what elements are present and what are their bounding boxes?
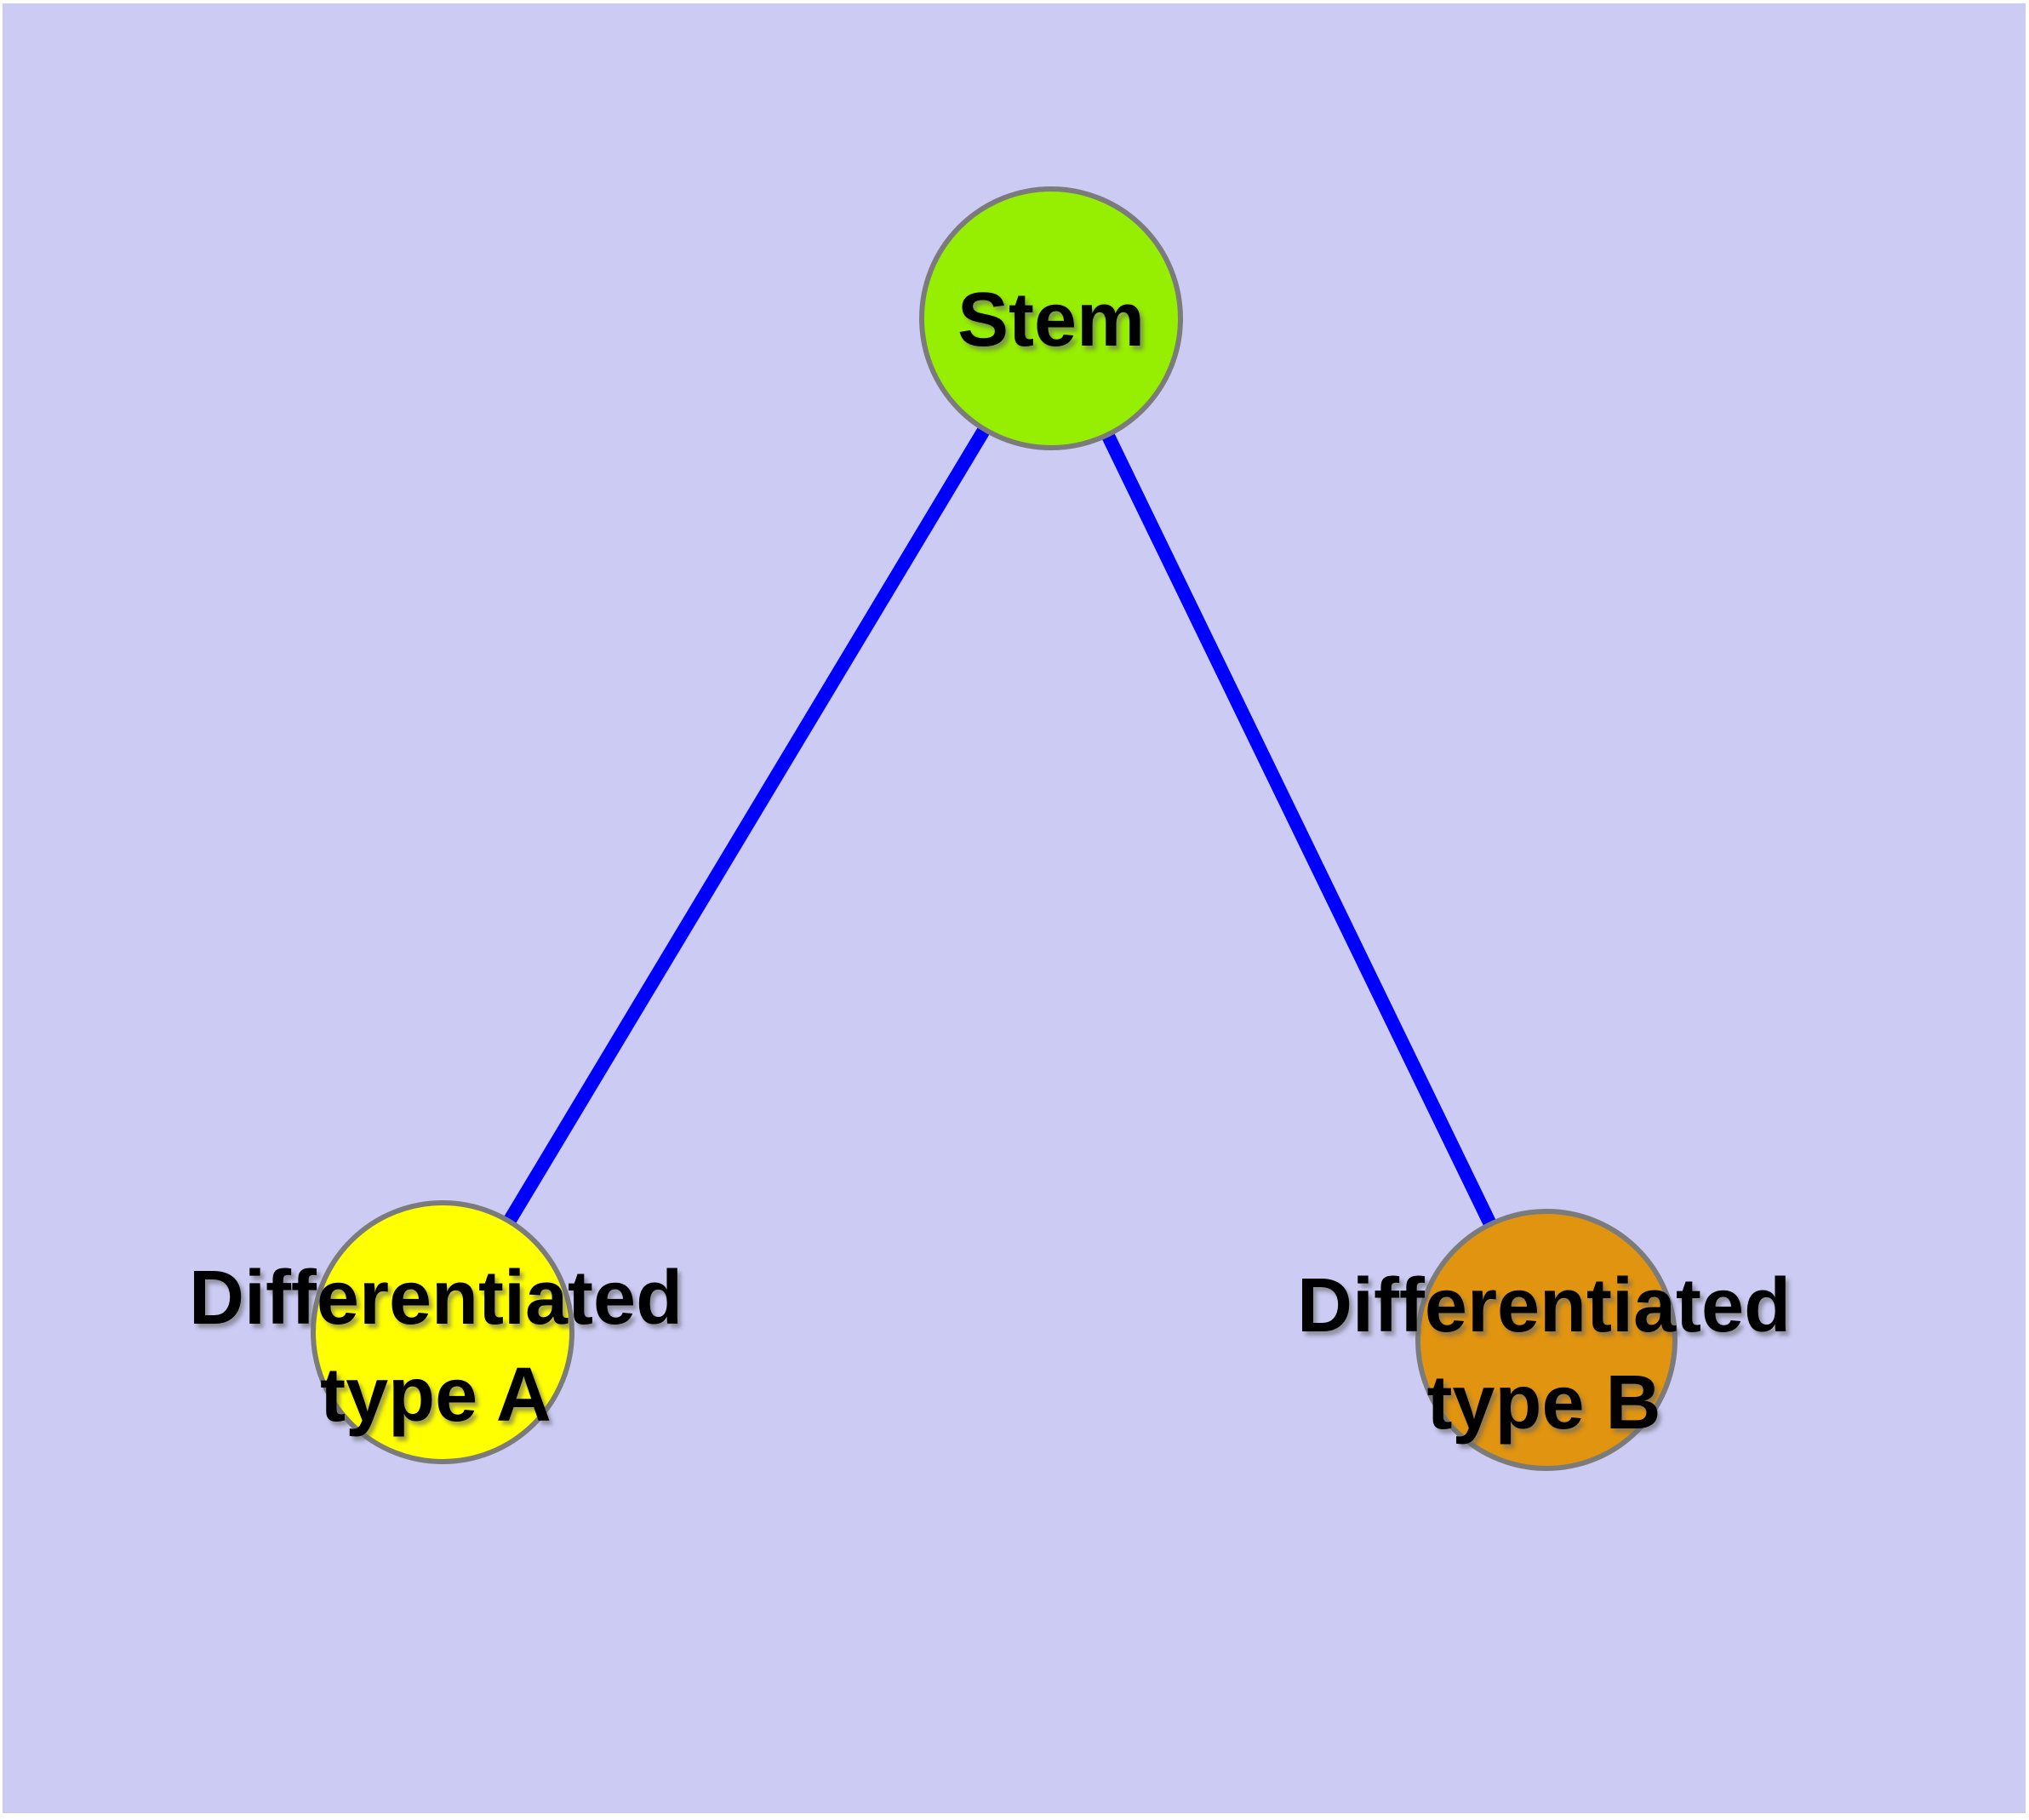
edge-stem-to-type-b: [1044, 315, 1553, 1343]
node-stem: [919, 186, 1183, 450]
node-type-b: [1415, 1209, 1677, 1471]
nodes: [311, 186, 1677, 1471]
edges: [437, 314, 1553, 1343]
edge-stem-to-type-a: [437, 314, 1057, 1336]
node-type-a: [311, 1200, 574, 1464]
